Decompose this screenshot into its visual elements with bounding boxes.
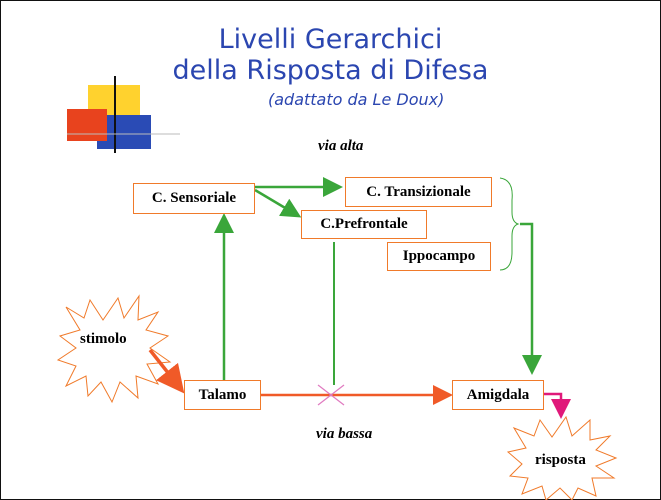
arrow-cortex-to-amygdala — [520, 222, 542, 375]
stimulus-star — [56, 294, 172, 404]
arrow-sensory-to-prefrontal — [254, 188, 302, 218]
node-hippocampus: Ippocampo — [387, 242, 491, 271]
arrow-stimulus-to-thalamus — [148, 348, 185, 394]
high-road-label: via alta — [318, 138, 364, 154]
node-thalamus: Talamo — [184, 380, 261, 410]
cortex-bracket — [499, 177, 520, 271]
cross-mark — [317, 384, 345, 406]
response-star — [506, 415, 618, 500]
response-label: risposta — [535, 452, 586, 468]
title-line-2: della Risposta di Difesa — [172, 55, 489, 86]
arrow-amygdala-to-response — [544, 392, 571, 419]
colored-squares-logo — [67, 76, 180, 153]
subtitle: (adattato da Le Doux) — [268, 90, 445, 109]
stimulus-label: stimolo — [80, 331, 127, 347]
low-road-label: via bassa — [316, 426, 373, 442]
title-line-1: Livelli Gerarchici — [218, 24, 443, 55]
node-sensory-cortex: C. Sensoriale — [133, 183, 255, 214]
node-prefrontal-cortex: C.Prefrontale — [301, 210, 427, 239]
node-amygdala: Amigdala — [452, 380, 544, 410]
node-transitional-cortex: C. Transizionale — [345, 177, 492, 207]
